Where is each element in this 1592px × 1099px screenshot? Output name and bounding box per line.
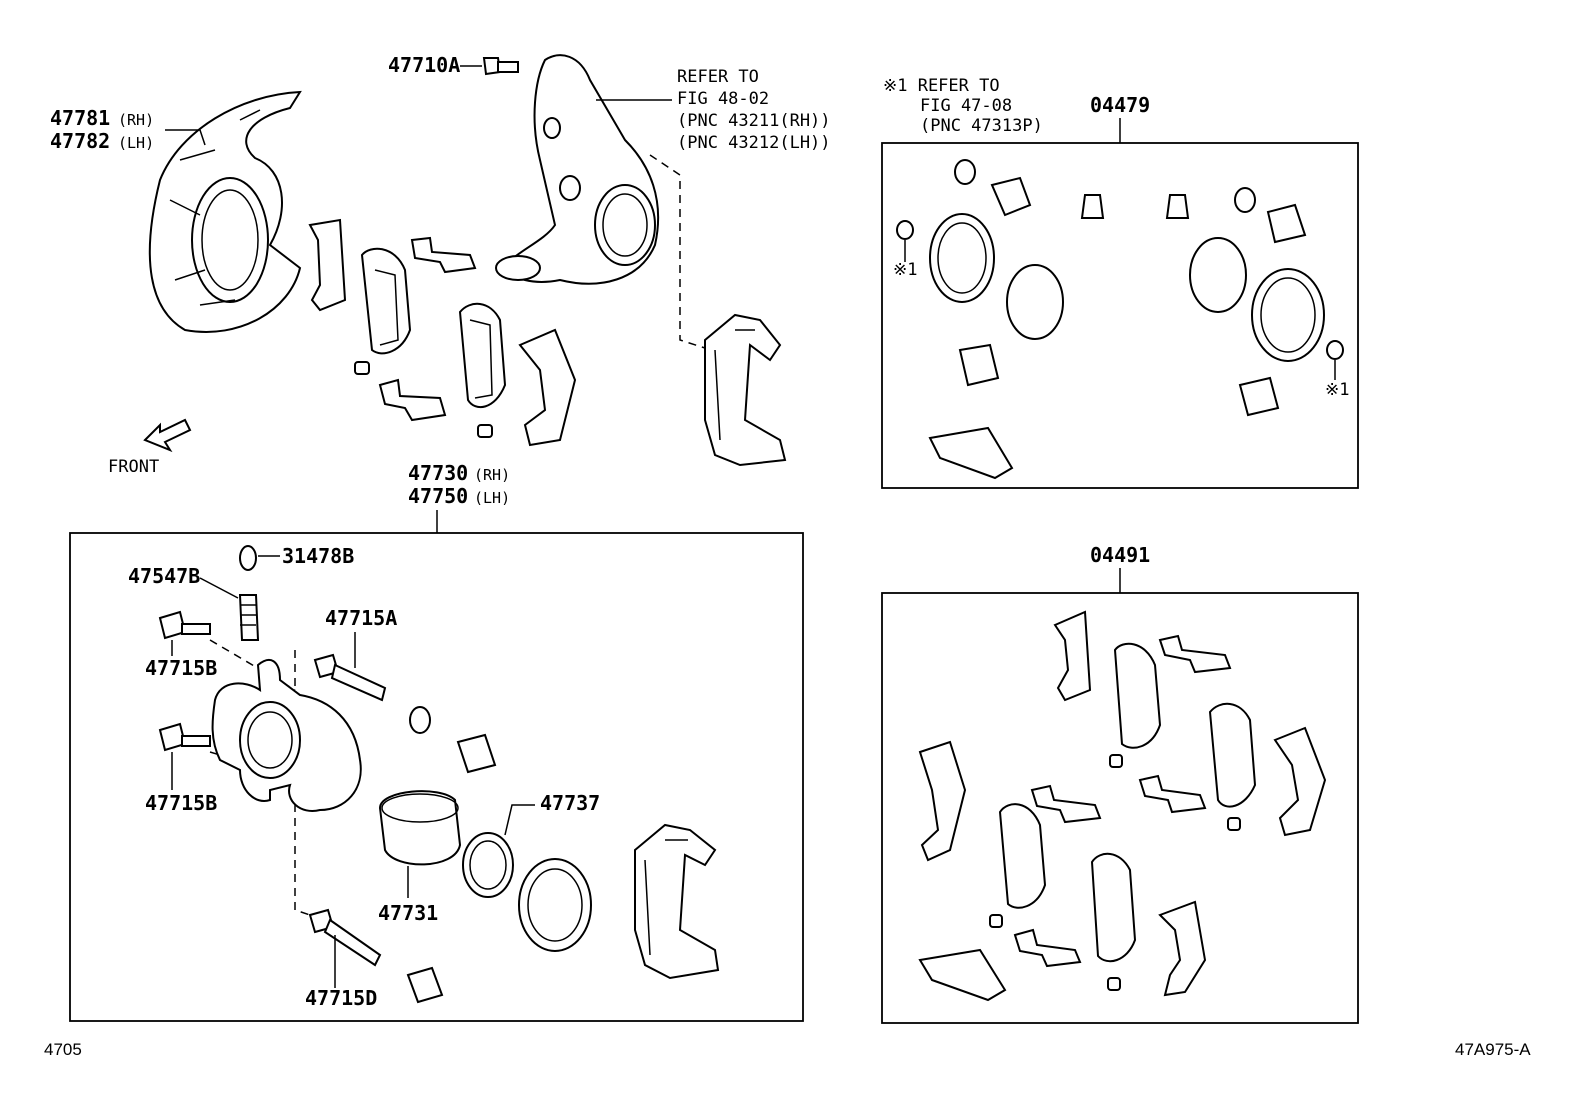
disc-dust-shield[interactable] [148,90,302,333]
bolt-47710a-label: 47710A [388,53,460,77]
piston-seal[interactable] [462,832,514,898]
mark1-a: ※1 [893,260,917,280]
bleeder-cap-label: 31478B [282,544,354,568]
shield-rh-tag: (RH) [118,111,154,129]
brake-pad-top-2[interactable] [458,302,507,409]
brake-pad-top-1[interactable] [360,247,412,355]
bleeder-plug-label: 47547B [128,564,200,588]
mark1-b: ※1 [1325,380,1349,400]
kit-04479-parts[interactable] [896,159,1344,480]
refer-knuckle-line4: (PNC 43212(LH)) [677,133,831,153]
refer-knuckle-line1: REFER TO [677,67,759,87]
pin-boot-d[interactable] [406,966,444,1004]
refer-kit-line1: ※1 REFER TO [883,76,1000,96]
kit-04479-frame [881,142,1359,489]
front-arrow-icon [143,418,192,453]
guide-pin-d[interactable] [308,908,382,967]
refer-kit-line3: (PNC 47313P) [920,116,1043,136]
bleeder-cap[interactable] [239,545,257,571]
caliper-bracket-bottom[interactable] [634,823,720,980]
shield-lh-tag: (LH) [118,134,154,152]
caliper-bolt-1[interactable] [158,610,211,640]
diagram-id: 47A975-A [1455,1040,1531,1059]
pin-d-label: 47715D [305,986,377,1010]
refer-knuckle-line3: (PNC 43211(RH)) [677,111,831,131]
caliper-bolt-1-label: 47715B [145,656,217,680]
shield-lh-pn: 47782 [50,129,110,153]
guide-pin-a[interactable] [313,653,387,702]
kit-04479-label: 04479 [1090,93,1150,117]
caliper-bracket-top[interactable] [704,313,787,467]
page-number: 4705 [44,1040,82,1059]
anti-squeal-clip-top-2[interactable] [354,361,493,438]
shim-top-1[interactable] [308,218,347,312]
shim-top-2[interactable] [518,328,577,447]
caliper-assembly-frame [69,532,804,1022]
piston-label: 47731 [378,901,438,925]
caliper-body[interactable] [211,659,362,812]
refer-knuckle-line2: FIG 48-02 [677,89,769,109]
caliper-rh-tag: (RH) [474,466,510,484]
shield-rh-pn: 47781 [50,106,110,130]
pin-boot-a[interactable] [456,733,497,774]
bolt-47710a[interactable] [482,57,519,76]
caliper-bolt-2[interactable] [158,722,211,752]
caliper-rh-pn: 47730 [408,461,468,485]
caliper-lh-pn: 47750 [408,484,468,508]
steering-knuckle[interactable] [495,54,660,285]
refer-kit-line2: FIG 47-08 [920,96,1012,116]
kit-04491-parts[interactable] [918,610,1327,1002]
caliper-piston[interactable] [378,790,462,866]
kit-04491-label: 04491 [1090,543,1150,567]
kit-04491-frame [881,592,1359,1024]
seal-label: 47737 [540,791,600,815]
pin-bushing[interactable] [409,706,431,734]
caliper-bolt-2-label: 47715B [145,791,217,815]
pin-a-label: 47715A [325,606,397,630]
cylinder-boot[interactable] [518,858,592,952]
anti-squeal-clip-top-1[interactable] [410,236,477,274]
bleeder-plug[interactable] [238,594,260,641]
front-label: FRONT [108,457,159,477]
caliper-lh-tag: (LH) [474,489,510,507]
